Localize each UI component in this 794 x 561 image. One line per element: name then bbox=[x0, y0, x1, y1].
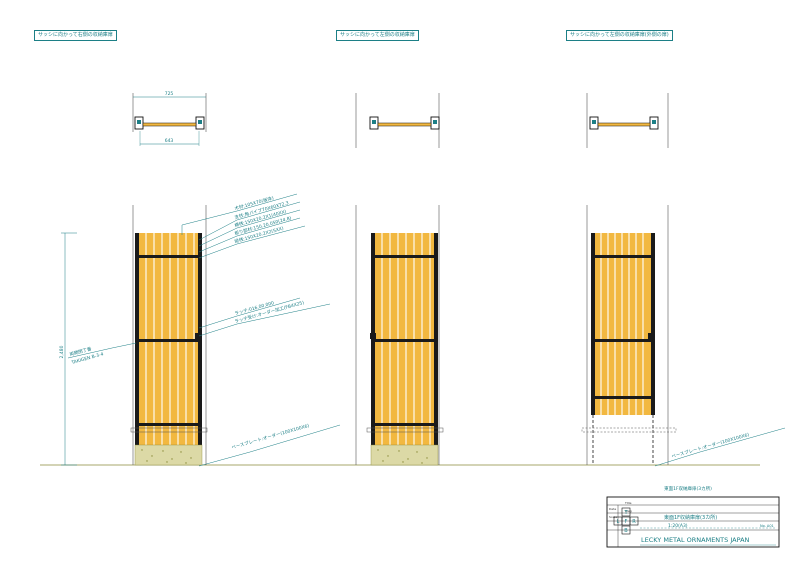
tb-label-scale: Scale bbox=[609, 515, 617, 519]
top-rail bbox=[594, 255, 652, 258]
middle-rail bbox=[374, 339, 436, 342]
height-dimension: 2,480 bbox=[59, 232, 77, 466]
tb-letter-left: L bbox=[617, 519, 620, 525]
bottom-rail bbox=[374, 423, 436, 426]
sheet-caption: 東面1F収納庫扉(3カ所) bbox=[664, 485, 712, 492]
bottom-rail bbox=[594, 396, 652, 399]
plan-view-2 bbox=[355, 93, 440, 148]
base-plate-label-3: ベースプレート:オーダー(100X100X6) bbox=[671, 431, 751, 460]
plan-bottom-dimension: 643 bbox=[165, 138, 174, 144]
middle-rail bbox=[594, 339, 652, 342]
latch bbox=[195, 333, 201, 339]
middle-rail bbox=[138, 339, 200, 342]
tb-scale-text: 1:20(A3) bbox=[668, 523, 688, 529]
left-post bbox=[135, 233, 139, 465]
plan-view-3 bbox=[586, 93, 669, 148]
foundation bbox=[370, 444, 439, 466]
right-post bbox=[198, 233, 202, 465]
callout-leaders bbox=[67, 193, 341, 467]
left-post bbox=[591, 233, 595, 415]
tb-letter-top: T bbox=[623, 510, 628, 516]
view-title-left-door: サッシに向かって左側の収納庫扉 bbox=[336, 30, 419, 41]
left-post bbox=[371, 233, 375, 465]
tb-letter-right: R bbox=[632, 519, 636, 525]
elevation-door-1 bbox=[130, 205, 208, 466]
wood-panel bbox=[594, 233, 652, 415]
latch bbox=[370, 333, 376, 339]
tb-company: LECKY METAL ORNAMENTS JAPAN bbox=[641, 536, 750, 544]
elevation-door-2 bbox=[355, 205, 444, 466]
title-block: Date Scale Title Dwg T L F R B 東面1F収納庫扉(… bbox=[606, 496, 780, 548]
top-rail bbox=[374, 255, 436, 258]
tb-letter-front: F bbox=[625, 519, 628, 525]
plan-top-dimension: 725 bbox=[165, 91, 174, 97]
foundation bbox=[134, 444, 203, 466]
height-dimension-text: 2,480 bbox=[59, 345, 65, 358]
tb-label-date: Date bbox=[609, 507, 616, 511]
tb-sheet-number: No. A01 bbox=[760, 524, 774, 528]
right-post bbox=[651, 233, 655, 415]
base-plate-label-1: ベースプレート:オーダー(100X100X6) bbox=[231, 422, 311, 451]
tb-label-title: Title bbox=[624, 501, 632, 505]
tb-letter-bottom: B bbox=[624, 528, 628, 534]
tb-label-dwg: Dwg bbox=[625, 509, 632, 513]
top-rail bbox=[138, 255, 200, 258]
bottom-rail bbox=[138, 423, 200, 426]
view-title-left-outer-door: サッシに向かって左側の収納庫扉(外側の扉) bbox=[566, 30, 673, 41]
view-title-right-door: サッシに向かって右側の収納庫扉 bbox=[34, 30, 117, 41]
right-post bbox=[434, 233, 438, 465]
plan-view-1: 725 643 bbox=[132, 91, 207, 146]
latch bbox=[648, 333, 654, 339]
tb-drawing-title: 東面1F収納庫扉(3カ所) bbox=[664, 514, 717, 521]
elevation-door-3: ベースプレート:オーダー(100X100X6) bbox=[581, 205, 786, 467]
